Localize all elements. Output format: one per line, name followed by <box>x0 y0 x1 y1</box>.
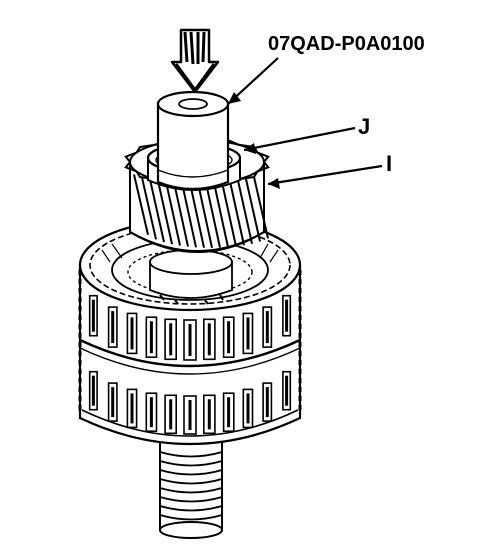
label-part-i: I <box>386 151 392 176</box>
shaft-ring <box>159 514 223 521</box>
drum-top <box>78 218 302 312</box>
gear-tooth <box>149 179 165 243</box>
shaft-ring <box>159 487 223 494</box>
shaft-ring <box>159 496 223 503</box>
drum-slot-shade <box>91 299 95 332</box>
drum-slot-shade <box>265 311 269 344</box>
gear-tooth <box>181 182 197 248</box>
gear-tooth <box>205 182 221 248</box>
shaft-ring <box>159 505 223 512</box>
gear-tooth <box>253 176 269 239</box>
drum-slot-shade <box>246 393 250 424</box>
drum-slot-shade <box>130 393 134 424</box>
label-tool-number: 07QAD-P0A0100 <box>268 33 425 55</box>
gear-tooth <box>141 177 157 240</box>
drum-slot-shade <box>285 375 289 406</box>
gear-tooth <box>189 182 205 248</box>
down-arrow-icon <box>170 28 220 94</box>
gear-tooth <box>213 182 229 248</box>
drum-slot-shade <box>169 399 173 430</box>
gear-tooth <box>157 180 173 245</box>
drum-slot-shade <box>91 375 95 406</box>
gear-tooth <box>173 182 189 247</box>
drum-slot-shade <box>111 387 115 418</box>
leader-j <box>243 126 356 154</box>
shaft-ring <box>159 478 223 485</box>
drum-slot-shade <box>188 400 192 430</box>
drum-slot-shade <box>265 387 269 418</box>
gear-tooth <box>165 181 181 246</box>
drum-slot-shade <box>285 299 289 332</box>
drum-slot-shade <box>207 323 211 356</box>
drum-slot-shade <box>246 317 250 350</box>
shaft-ring <box>159 460 223 467</box>
drum-slot-shade <box>149 321 153 354</box>
drum-slot-shade <box>111 311 115 344</box>
drum-slot-shade <box>207 399 211 430</box>
drum-slot-shade <box>227 397 231 428</box>
drum-slot-shade <box>149 397 153 428</box>
shaft-ring <box>159 469 223 476</box>
gear-tooth <box>221 182 237 247</box>
output-shaft <box>159 439 223 539</box>
leader-tool <box>227 57 279 105</box>
drum-slot-shade <box>188 324 192 356</box>
gear-tooth <box>197 182 213 249</box>
drum-slot-shade <box>130 317 134 350</box>
leader-i <box>267 164 383 189</box>
shaft-ring <box>159 451 223 458</box>
gear-tooth <box>237 180 253 244</box>
drum-slot-shade <box>227 321 231 354</box>
installer-tool <box>156 90 230 191</box>
drum-slot-shade <box>169 323 173 356</box>
gear-tooth <box>245 178 261 242</box>
gear-tooth <box>133 174 149 235</box>
gear-tooth <box>229 181 245 246</box>
label-part-j: J <box>358 114 370 139</box>
